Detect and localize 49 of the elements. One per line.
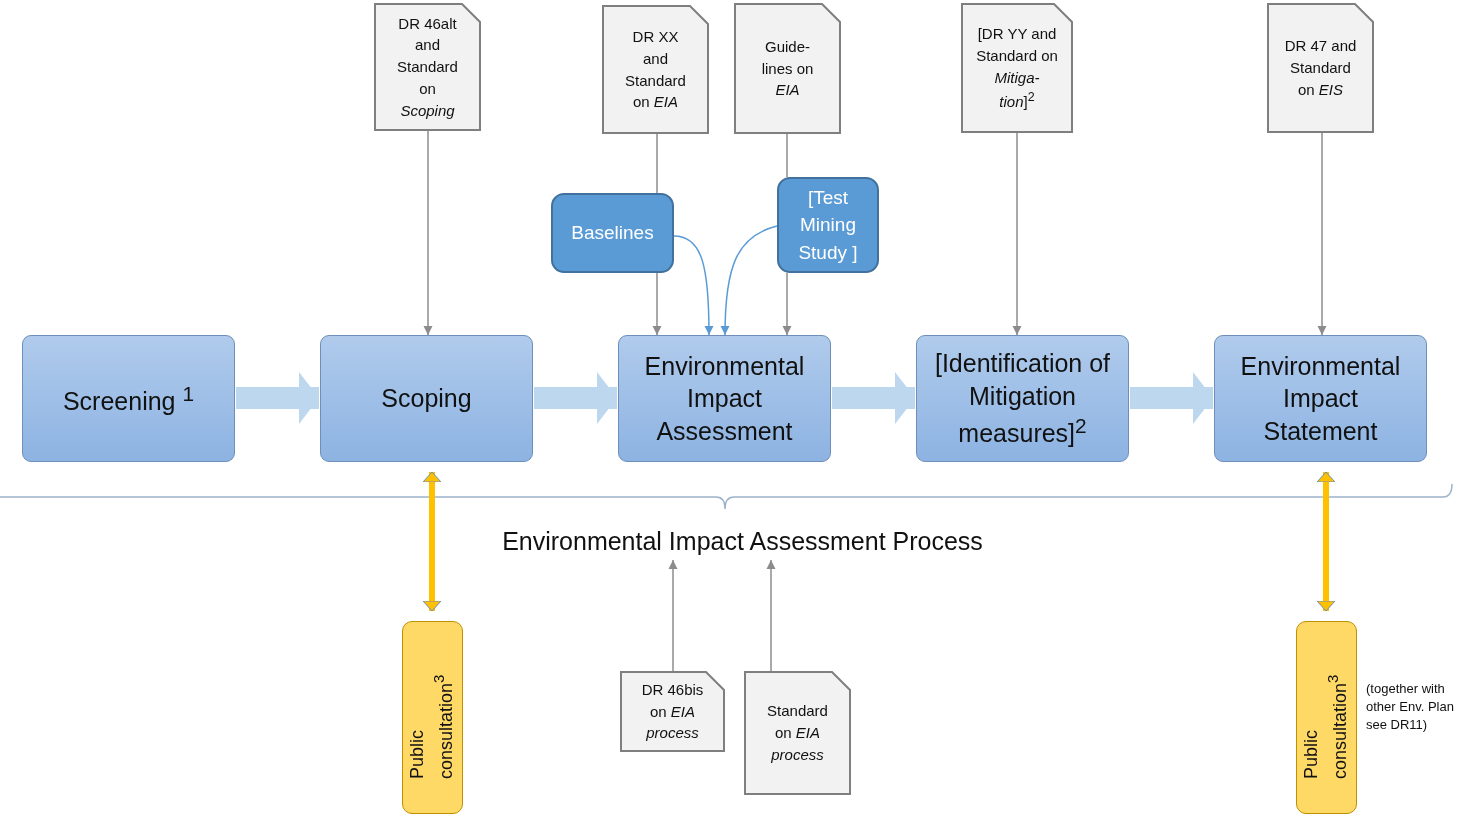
process-label: Environmental Impact Assessment [643, 350, 806, 447]
input-label: [Test Mining Study ] [797, 185, 859, 265]
arrow [668, 559, 678, 672]
process-box [22, 335, 235, 462]
process-box [320, 335, 533, 462]
connector-line [786, 133, 788, 178]
document-label: [DR YY and Standard on Mitiga- tion]$^{2}$ [975, 24, 1059, 113]
document-box [744, 671, 851, 795]
document-box [620, 671, 725, 752]
document-box [374, 3, 481, 131]
arrow [782, 272, 792, 336]
document-label: DR 46bis on EIA process [640, 679, 705, 744]
connector-line [656, 133, 658, 194]
arrow [1317, 132, 1327, 336]
document-label: Standard on EIA process [766, 701, 829, 765]
arrow [423, 130, 433, 336]
process-label: Scoping [380, 383, 473, 415]
process-label: Environmental Impact Statement [1239, 350, 1402, 447]
arrow [422, 471, 442, 612]
document-box [734, 3, 841, 134]
process-label: Screening $^{1}$ [61, 380, 196, 417]
arrow [1012, 132, 1022, 336]
document-label: Guide- lines on EIA [760, 36, 815, 101]
block-arrow [534, 372, 617, 424]
arrow [1316, 471, 1336, 612]
process-label: [Identification of Mitigation measures]$^{2}$ [933, 348, 1112, 450]
arrow [766, 559, 776, 672]
arrow [652, 272, 662, 336]
document-box [602, 5, 709, 134]
input-box [777, 177, 879, 273]
consultation-box [1296, 621, 1357, 814]
process-label: Environmental Impact Assessment Process [480, 522, 1005, 560]
input-label: Baselines [571, 221, 654, 246]
block-arrow [1130, 372, 1213, 424]
block-arrow [832, 372, 915, 424]
document-label: DR 46alt and Standard on Scoping [396, 13, 459, 121]
document-label: DR 47 and Standard on EIS [1284, 36, 1357, 100]
consultation-box [402, 621, 463, 814]
document-box [1267, 3, 1374, 133]
arrow [720, 225, 778, 336]
process-box [916, 335, 1129, 462]
arrow [673, 235, 714, 336]
document-label: DR XX and Standard on EIA [624, 27, 687, 113]
note-text: (together with other Env. Plan see DR11) [1366, 680, 1455, 735]
process-box [618, 335, 831, 462]
document-box [961, 3, 1073, 133]
input-box [551, 193, 674, 273]
block-arrow [236, 372, 319, 424]
process-box [1214, 335, 1427, 462]
